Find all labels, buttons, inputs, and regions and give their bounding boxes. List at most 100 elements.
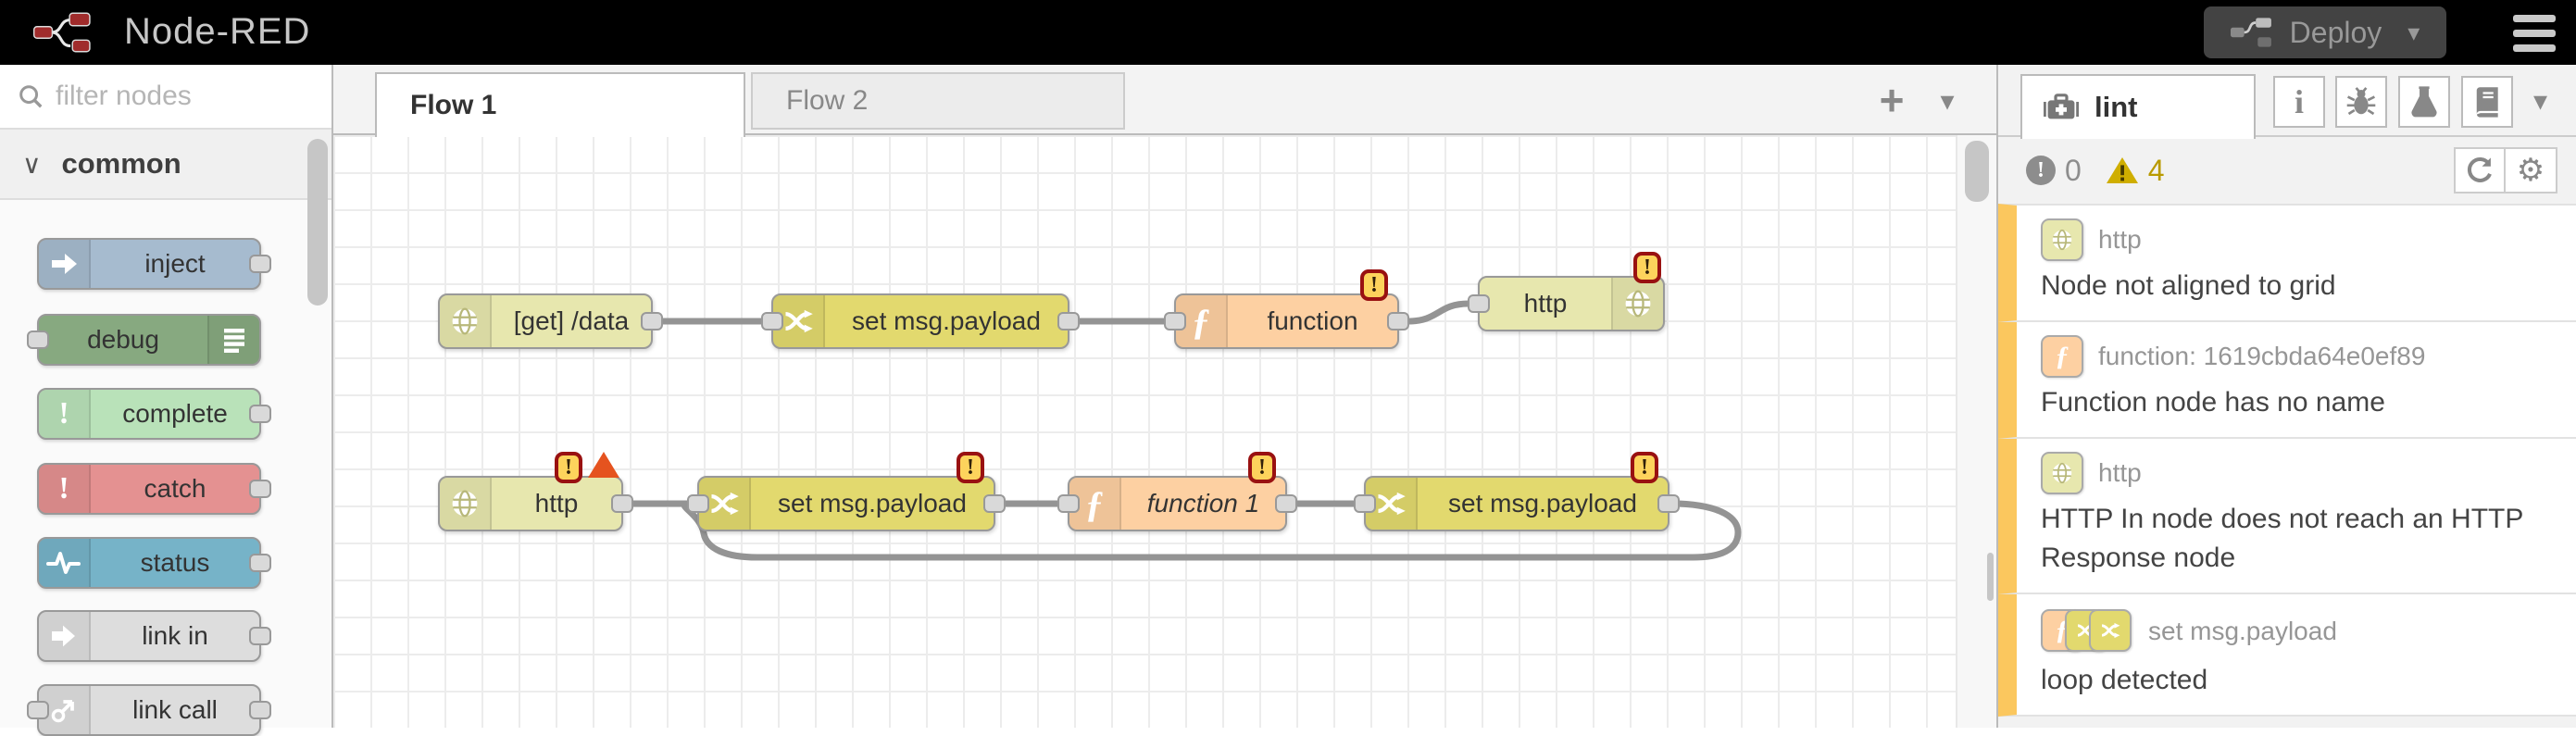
- sidebar-scrollbar-thumb[interactable]: [1987, 553, 1994, 601]
- palette-node-status[interactable]: status: [37, 537, 261, 589]
- flow-canvas[interactable]: [get] /data set msg.payload ƒ function !: [333, 135, 1956, 728]
- output-port[interactable]: [1657, 494, 1680, 513]
- tab-label: Flow 2: [786, 85, 868, 117]
- http-node-icon: [2041, 218, 2083, 261]
- palette-node-complete[interactable]: ! complete: [37, 388, 261, 440]
- output-port[interactable]: [249, 255, 271, 273]
- output-port[interactable]: [249, 405, 271, 423]
- output-port[interactable]: [249, 701, 271, 719]
- canvas-scrollbar-track[interactable]: [1956, 135, 1996, 728]
- output-port[interactable]: [249, 554, 271, 572]
- output-port[interactable]: [249, 480, 271, 498]
- node-label: http: [1480, 278, 1611, 330]
- palette-node-link-in[interactable]: link in: [37, 610, 261, 662]
- flow-node-change-1[interactable]: set msg.payload: [771, 293, 1069, 349]
- flow-node-http-in-get-data[interactable]: [get] /data: [438, 293, 653, 349]
- issue-node-label: function: 1619cbda64e0ef89: [2098, 342, 2425, 371]
- settings-button[interactable]: ⚙: [2506, 147, 2557, 193]
- palette-search[interactable]: [0, 65, 331, 130]
- menu-bar-icon: [2513, 30, 2556, 37]
- wire[interactable]: [1408, 304, 1469, 321]
- workspace: Flow 1 Flow 2 + ▾ [get] /data: [333, 65, 1996, 728]
- tab-lint[interactable]: lint: [2020, 74, 2256, 139]
- palette-node-label: catch: [91, 465, 259, 513]
- deploy-button[interactable]: Deploy ▾: [2204, 6, 2446, 58]
- tab-flow-1[interactable]: Flow 1: [375, 72, 745, 137]
- add-flow-button[interactable]: +: [1866, 74, 1918, 126]
- issue-node-label: http: [2098, 225, 2142, 255]
- lint-issue-function-name[interactable]: ƒ function: 1619cbda64e0ef89 Function no…: [1998, 322, 2576, 439]
- palette-node-label: link call: [91, 686, 259, 734]
- palette-node-label: status: [91, 539, 259, 587]
- flow-node-function[interactable]: ƒ function !: [1174, 293, 1399, 349]
- palette-node-catch[interactable]: ! catch: [37, 463, 261, 515]
- exclamation-icon: !: [39, 390, 91, 438]
- palette-node-debug[interactable]: debug: [37, 314, 261, 366]
- link-in-icon: [39, 612, 91, 660]
- node-label: [get] /data: [492, 295, 651, 347]
- canvas-scrollbar-thumb[interactable]: [1965, 141, 1989, 202]
- menu-bar-icon: [2513, 44, 2556, 52]
- inject-arrow-icon: [39, 240, 91, 288]
- menu-bar-icon: [2513, 15, 2556, 22]
- input-port[interactable]: [1164, 312, 1186, 331]
- palette-node-inject[interactable]: inject: [37, 238, 261, 290]
- input-port[interactable]: [687, 494, 709, 513]
- function-node-icon: ƒ: [2041, 335, 2083, 378]
- flow-node-function-1[interactable]: ƒ function 1 !: [1068, 476, 1287, 531]
- tab-flow-2[interactable]: Flow 2: [751, 72, 1125, 130]
- category-label: common: [62, 147, 181, 181]
- flow-node-http-in[interactable]: http !: [438, 476, 623, 531]
- flow-node-change-2[interactable]: set msg.payload !: [697, 476, 995, 531]
- filter-nodes-input[interactable]: [56, 81, 306, 112]
- input-port[interactable]: [1057, 494, 1080, 513]
- lint-issue-loop[interactable]: ƒ set msg.payload loop detect: [1998, 594, 2576, 717]
- tab-info-button[interactable]: i: [2273, 76, 2325, 128]
- medkit-icon: [2043, 92, 2080, 123]
- main-menu-button[interactable]: [2513, 15, 2556, 52]
- globe-icon: [440, 478, 492, 530]
- input-port[interactable]: [1468, 294, 1490, 313]
- palette-scrollbar-thumb[interactable]: [307, 139, 328, 306]
- tab-test-button[interactable]: [2398, 76, 2450, 128]
- tab-debug-button[interactable]: [2335, 76, 2387, 128]
- palette-node-link-call[interactable]: link call: [37, 684, 261, 736]
- output-port[interactable]: [641, 312, 663, 331]
- output-port[interactable]: [611, 494, 633, 513]
- output-port[interactable]: [249, 627, 271, 645]
- sidebar-tabs-caret-icon[interactable]: ▾: [2533, 85, 2547, 118]
- tab-help-button[interactable]: [2461, 76, 2513, 128]
- warning-badge: !: [555, 452, 582, 483]
- flow-node-http-response[interactable]: http !: [1478, 276, 1665, 331]
- deploy-caret-icon[interactable]: ▾: [2407, 19, 2420, 47]
- wires-layer: [333, 135, 1956, 728]
- input-port[interactable]: [27, 331, 49, 349]
- lint-issue-http-response[interactable]: http HTTP In node does not reach an HTTP…: [1998, 439, 2576, 594]
- globe-icon: [440, 295, 492, 347]
- error-triangle-icon: [588, 452, 619, 478]
- input-port[interactable]: [761, 312, 783, 331]
- flask-icon: [2407, 85, 2441, 119]
- warning-badge: !: [1248, 452, 1276, 483]
- flow-node-change-3[interactable]: set msg.payload !: [1364, 476, 1669, 531]
- info-icon: i: [2295, 82, 2304, 121]
- globe-icon: [1611, 278, 1663, 330]
- error-count-icon: !: [2026, 156, 2056, 185]
- output-port[interactable]: [1275, 494, 1297, 513]
- refresh-button[interactable]: [2454, 147, 2506, 193]
- lint-issue-grid[interactable]: http Node not aligned to grid: [1998, 204, 2576, 322]
- node-red-logo: [24, 7, 109, 57]
- warning-badge: !: [1633, 252, 1661, 283]
- input-port[interactable]: [1354, 494, 1376, 513]
- deploy-label: Deploy: [2290, 16, 2382, 50]
- warning-badge: !: [957, 452, 984, 483]
- input-port[interactable]: [27, 701, 49, 719]
- palette-category-common[interactable]: ∨ common: [0, 130, 331, 200]
- flow-list-caret-icon[interactable]: ▾: [1924, 78, 1970, 124]
- change-node-icon: [2089, 609, 2132, 652]
- app-header: Node-RED Deploy ▾: [0, 0, 2576, 65]
- output-port[interactable]: [1057, 312, 1080, 331]
- output-port[interactable]: [1387, 312, 1409, 331]
- app-title: Node-RED: [124, 11, 310, 53]
- output-port[interactable]: [983, 494, 1006, 513]
